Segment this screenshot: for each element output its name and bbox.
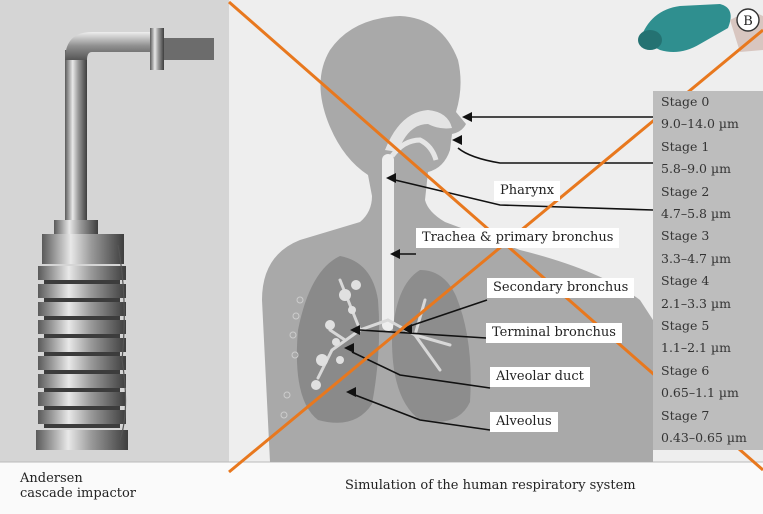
impactor-stage-plate: [38, 338, 126, 352]
impactor-top-cap: [42, 234, 124, 264]
impactor-stage-stack: [38, 266, 126, 428]
stage-1-range: 5.8–9.0 µm: [653, 158, 763, 180]
stage-6-range: 0.65–1.1 µm: [653, 382, 763, 404]
label-pharynx: Pharynx: [494, 181, 560, 201]
stage-2-range: 4.7–5.8 µm: [653, 203, 763, 225]
simulation-caption: Simulation of the human respiratory syst…: [345, 478, 636, 493]
label-alveolus: Alveolus: [490, 412, 558, 432]
stage-0-name: Stage 0: [653, 91, 763, 113]
impactor-stage-gap: [44, 370, 120, 374]
impactor-inlet-tube: [65, 50, 87, 225]
stage-3-name: Stage 3: [653, 225, 763, 247]
impactor-stage-plate: [38, 284, 126, 298]
impactor-stage-plate: [38, 356, 126, 370]
stage-5-range: 1.1–2.1 µm: [653, 337, 763, 359]
impactor-caption: Andersen cascade impactor: [20, 471, 136, 501]
impactor-stage-plate: [38, 410, 126, 424]
stage-2-name: Stage 2: [653, 181, 763, 203]
stage-0-range: 9.0–14.0 µm: [653, 113, 763, 135]
device-mouthpiece: [638, 30, 662, 50]
impactor-neck: [54, 220, 98, 234]
impactor-stage-gap: [44, 280, 120, 284]
impactor-stage-gap: [44, 352, 120, 356]
impactor-stage-gap: [44, 424, 120, 428]
badge-letter: B: [743, 14, 753, 29]
impactor-stage-plate: [38, 392, 126, 406]
stage-5-name: Stage 5: [653, 315, 763, 337]
stage-7-name: Stage 7: [653, 405, 763, 427]
impactor-base: [36, 430, 128, 450]
label-alveolar-duct: Alveolar duct: [490, 367, 590, 387]
stage-1-name: Stage 1: [653, 136, 763, 158]
impactor-collar: [150, 28, 164, 70]
impactor-stage-plate: [38, 266, 126, 280]
impactor-stage-gap: [44, 406, 120, 410]
label-terminal-bronchus: Terminal bronchus: [486, 323, 622, 343]
impactor-stage-gap: [44, 298, 120, 302]
impactor-caption-line-1: Andersen: [20, 471, 136, 486]
impactor-stage-plate: [38, 320, 126, 334]
impactor-stage-gap: [44, 334, 120, 338]
stage-3-range: 3.3–4.7 µm: [653, 248, 763, 270]
impactor-stage-gap: [44, 316, 120, 320]
impactor-caption-line-2: cascade impactor: [20, 486, 136, 501]
stage-4-name: Stage 4: [653, 270, 763, 292]
stage-4-range: 2.1–3.3 µm: [653, 293, 763, 315]
impactor-stage-gap: [44, 388, 120, 392]
impactor-mouthpiece: [164, 38, 214, 60]
stage-size-panel: Stage 09.0–14.0 µmStage 15.8–9.0 µmStage…: [653, 91, 763, 450]
impactor-stage-plate: [38, 374, 126, 388]
stage-6-name: Stage 6: [653, 360, 763, 382]
stage-7-range: 0.43–0.65 µm: [653, 427, 763, 449]
impactor-stage-plate: [38, 302, 126, 316]
label-trachea-primary-bronchus: Trachea & primary bronchus: [416, 228, 619, 248]
label-secondary-bronchus: Secondary bronchus: [487, 278, 634, 298]
